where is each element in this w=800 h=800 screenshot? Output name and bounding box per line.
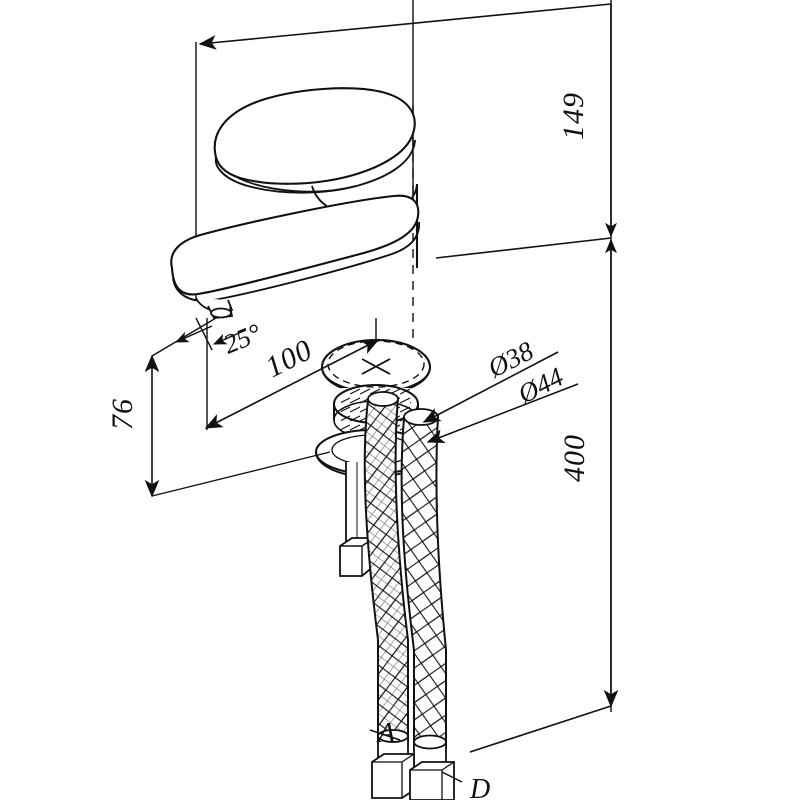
hose-fitting-right [409, 761, 455, 800]
dimension-76: 76 [106, 317, 331, 498]
callout-d-label: D [469, 774, 490, 800]
callout-d: D [441, 771, 490, 800]
dimension-149-label: 149 [557, 92, 590, 140]
hose-fitting-left [371, 753, 415, 799]
spout [170, 194, 420, 302]
dimension-149: 149 [198, 3, 617, 259]
callout-a: A [369, 718, 401, 749]
dimension-400-label: 400 [558, 434, 591, 482]
handle-underside [237, 177, 357, 193]
lever-handle [213, 87, 416, 194]
callout-a-label: A [376, 718, 396, 749]
aerator-outlet [195, 297, 234, 319]
dimension-76-label: 76 [106, 398, 139, 430]
dimension-400: 400 [469, 238, 619, 753]
